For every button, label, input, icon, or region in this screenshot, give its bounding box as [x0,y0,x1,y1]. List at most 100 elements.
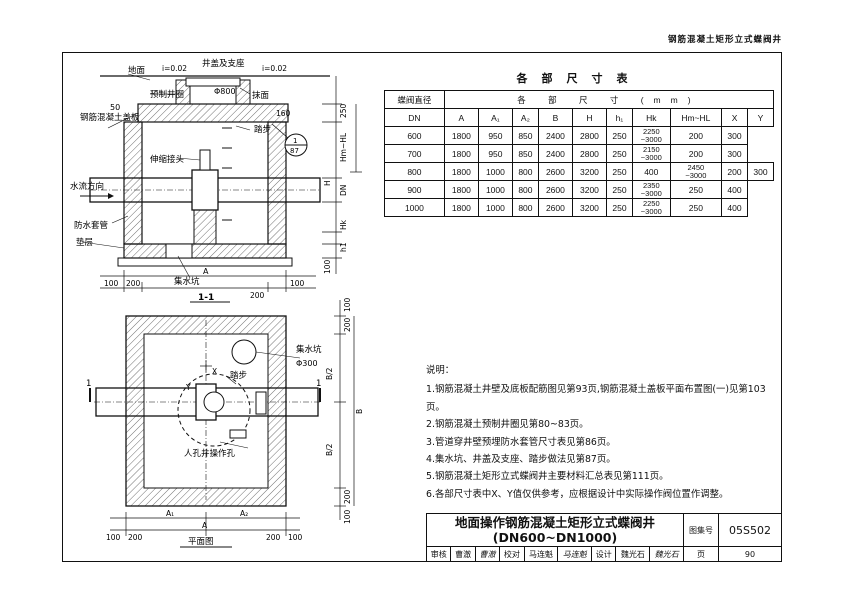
first-col-header: 蝶阀直径 [384,90,445,109]
dim-hm-hl: Hm~HL [339,132,348,162]
plan-dim-200-bottom: 200 [343,489,352,504]
dim-50: 50 [110,103,120,112]
check-name: 马连魁 [523,546,559,562]
dim-h: H [323,180,332,186]
dim-160: 160 [276,109,291,118]
table-cell: 300 [721,144,748,163]
valve-stem [199,149,211,171]
label-expansion-joint: 伸缩接头 [150,154,185,165]
table-cell: 2800 [571,126,607,145]
label-cover: 井盖及支座 [202,58,245,69]
table-cell: 800 [384,162,445,181]
drawing-frame [62,52,782,562]
plan-dim-200-left: 200 [128,533,143,542]
label-dim-a: A [203,267,209,276]
check-signature: 马连魁 [557,546,593,562]
table-cell: 1000 [477,180,513,199]
column-header: A₂ [511,108,539,127]
table-cell: 2600 [537,180,573,199]
table-cell: 2600 [537,162,573,181]
dim-100-vert: 100 [323,259,332,274]
table-cell: 400 [721,180,748,199]
notes-heading: 说明： [426,365,455,376]
table-cell: 1000 [384,198,445,217]
atlas-number: 05S502 [718,513,782,547]
step-ladder [222,127,232,221]
table-cell: 800 [511,198,539,217]
note-item: 6.各部尺寸表中X、Y值仅供参考，应根据设计中实际操作阀位置作调整。 [426,488,729,500]
plan-label-b: B [355,409,364,414]
table-cell: 200 [721,162,748,181]
column-header: B [537,108,573,127]
review-name: 曹澈 [450,546,476,562]
column-header: H [571,108,607,127]
plan-view: 集水坑 Φ300 踏步 X Y 人孔井操作孔 1 1 A₁ A₂ A 平面图 2… [86,297,364,548]
note-item: 2.钢筋混凝土预制井圈见第80~83页。 [426,419,589,431]
column-header: Hk [631,108,671,127]
dim-100-a: 100 [104,279,119,288]
label-rc-slab: 钢筋混凝土盖板 [80,112,140,123]
valve-support [193,209,217,245]
table-cell: 950 [477,126,513,145]
label-precast-ring: 预制井圈 [150,89,184,100]
sheet-header-title: 钢筋混凝土矩形立式蝶阀井 [667,35,782,45]
table-cell: 800 [511,180,539,199]
table-cell: 3200 [571,198,607,217]
label-ref-no: 1 [293,137,297,145]
table-cell: 800 [511,162,539,181]
table-cell: 900 [384,180,445,199]
design-label: 设计 [591,546,617,562]
design-signature: 魏光石 [649,546,684,562]
title-block-main: 地面操作钢筋混凝土矩形立式蝶阀井 (DN600~DN1000) [426,513,684,547]
plan-label-step: 踏步 [230,370,247,381]
table-cell: 2250 ~3000 [631,198,671,217]
label-ground: 地面 [128,65,146,76]
column-header: h₁ [605,108,633,127]
table-cell: 2350 ~3000 [631,180,671,199]
table-cell: 2400 [537,126,573,145]
dim-dn: DN [339,185,348,196]
column-header: Y [747,108,774,127]
wall-left [123,121,143,245]
dim-100-b: 100 [290,279,305,288]
label-sleeve: 防水套管 [74,220,108,231]
label-ref-page: 87 [290,147,299,155]
table-cell: 1000 [477,162,513,181]
table-cell: 250 [605,144,633,163]
plan-label-manhole: 人孔井操作孔 [184,448,236,459]
plan-label-b2-bottom: B/2 [325,443,334,456]
table-cell: 250 [605,162,633,181]
table-cell: 3200 [571,162,607,181]
plan-dim-100-right: 100 [288,533,303,542]
column-header: A₁ [477,108,513,127]
plan-label-sump-dia: Φ300 [296,359,318,368]
plan-dim-100-left: 100 [106,533,121,542]
table-cell: 2450 ~3000 [669,162,723,181]
dim-hk: Hk [339,219,348,230]
note-item: 5.钢筋混凝土矩形立式蝶阀井主要材料汇总表见第111页。 [426,471,669,483]
label-slope-right: i=0.02 [262,64,287,73]
label-flow-dir: 水流方向 [70,181,104,192]
plan-label-a1: A₁ [166,509,174,518]
cover-slab [137,103,289,123]
label-slope-left: i=0.02 [162,64,187,73]
section-mark: 1-1 [198,293,214,303]
table-cell: 850 [511,126,539,145]
plan-wall-hatch [125,315,287,507]
plan-label-a: A [202,521,208,530]
table-cell: 250 [669,180,723,199]
table-cell: 2400 [537,144,573,163]
plan-valve-handwheel [203,391,225,413]
plan-label-b2-top: B/2 [325,367,334,380]
check-label: 校对 [499,546,525,562]
table-cell: 2600 [537,198,573,217]
butterfly-valve [191,169,219,211]
dim-200-a: 200 [126,279,141,288]
table-cell: 250 [605,198,633,217]
